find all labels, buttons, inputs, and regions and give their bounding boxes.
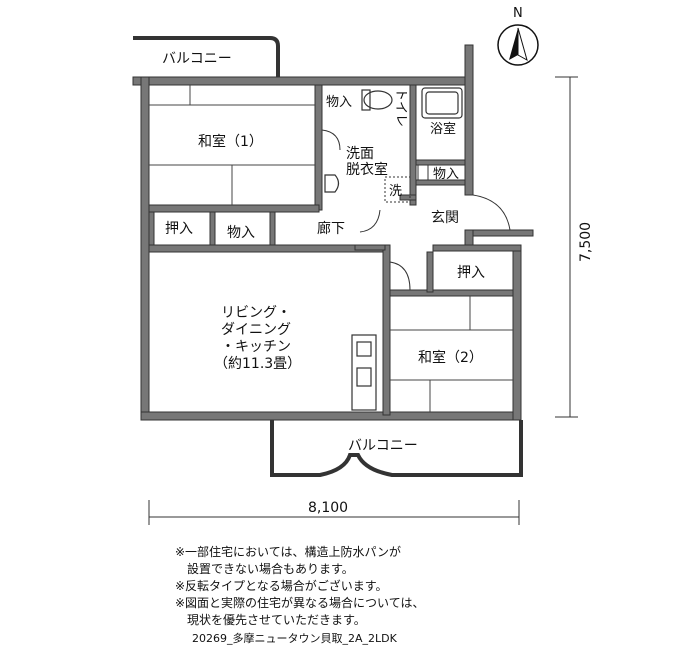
bath-label: 浴室 [430, 121, 456, 137]
washer-label: 洗 [389, 184, 402, 199]
balcony-top-label: バルコニー [162, 51, 232, 67]
rouka-label: 廊下 [317, 220, 345, 237]
bathtub-icon [421, 87, 463, 119]
note-line-1: ※一部住宅においては、構造上防水パンが [175, 545, 402, 559]
ldk-label-3: ・キッチン [221, 339, 291, 355]
oshiire-right-label: 押入 [457, 265, 485, 281]
north-label: N [513, 6, 523, 21]
balcony-bottom: バルコニー [270, 420, 523, 477]
toilet-icon [361, 89, 393, 111]
ldk-label-4: （約11.3畳） [214, 356, 301, 372]
ldk-label-2: ダイニング [221, 322, 291, 338]
doors [321, 129, 511, 291]
washitsu1-tatami [149, 85, 315, 205]
dimension-height [555, 76, 578, 418]
monoire-right-label: 物入 [433, 167, 459, 182]
washbasin-icon [324, 174, 340, 193]
note-line-2: 設置できない場合もあります。 [175, 562, 354, 576]
kitchen-counter [351, 334, 377, 411]
senmen-label-2: 脱衣室 [346, 161, 388, 178]
balcony-top: バルコニー [133, 36, 280, 77]
plan-code: 20269_多摩ニュータウン貝取_2A_2LDK [192, 632, 397, 645]
balcony-bottom-label: バルコニー [348, 438, 418, 454]
senmen-label-1: 洗面 [346, 146, 374, 162]
washitsu2-label: 和室（2） [418, 349, 483, 366]
monoire-right-box [417, 164, 429, 181]
dimension-width-label: 8,100 [308, 500, 348, 516]
toilet-label: トイレ [393, 88, 408, 127]
washitsu2-tatami [390, 296, 513, 412]
note-line-3: ※反転タイプとなる場合がございます。 [175, 579, 388, 593]
dimension-height-label: 7,500 [578, 222, 594, 262]
note-line-5: 現状を優先させていただきます。 [175, 613, 366, 627]
ldk-label-1: リビング・ [221, 305, 291, 321]
monoire-mid-label: 物入 [227, 225, 255, 241]
dimension-width [148, 500, 520, 525]
washer-space [384, 176, 411, 203]
monoire-top-label: 物入 [326, 95, 352, 110]
north-compass-icon: N [497, 6, 539, 66]
oshiire-left-label: 押入 [165, 221, 193, 237]
washitsu1-label: 和室（1） [198, 133, 263, 150]
genkan-label: 玄関 [431, 209, 459, 226]
note-line-4: ※図面と実際の住宅が異なる場合については、 [175, 596, 425, 610]
